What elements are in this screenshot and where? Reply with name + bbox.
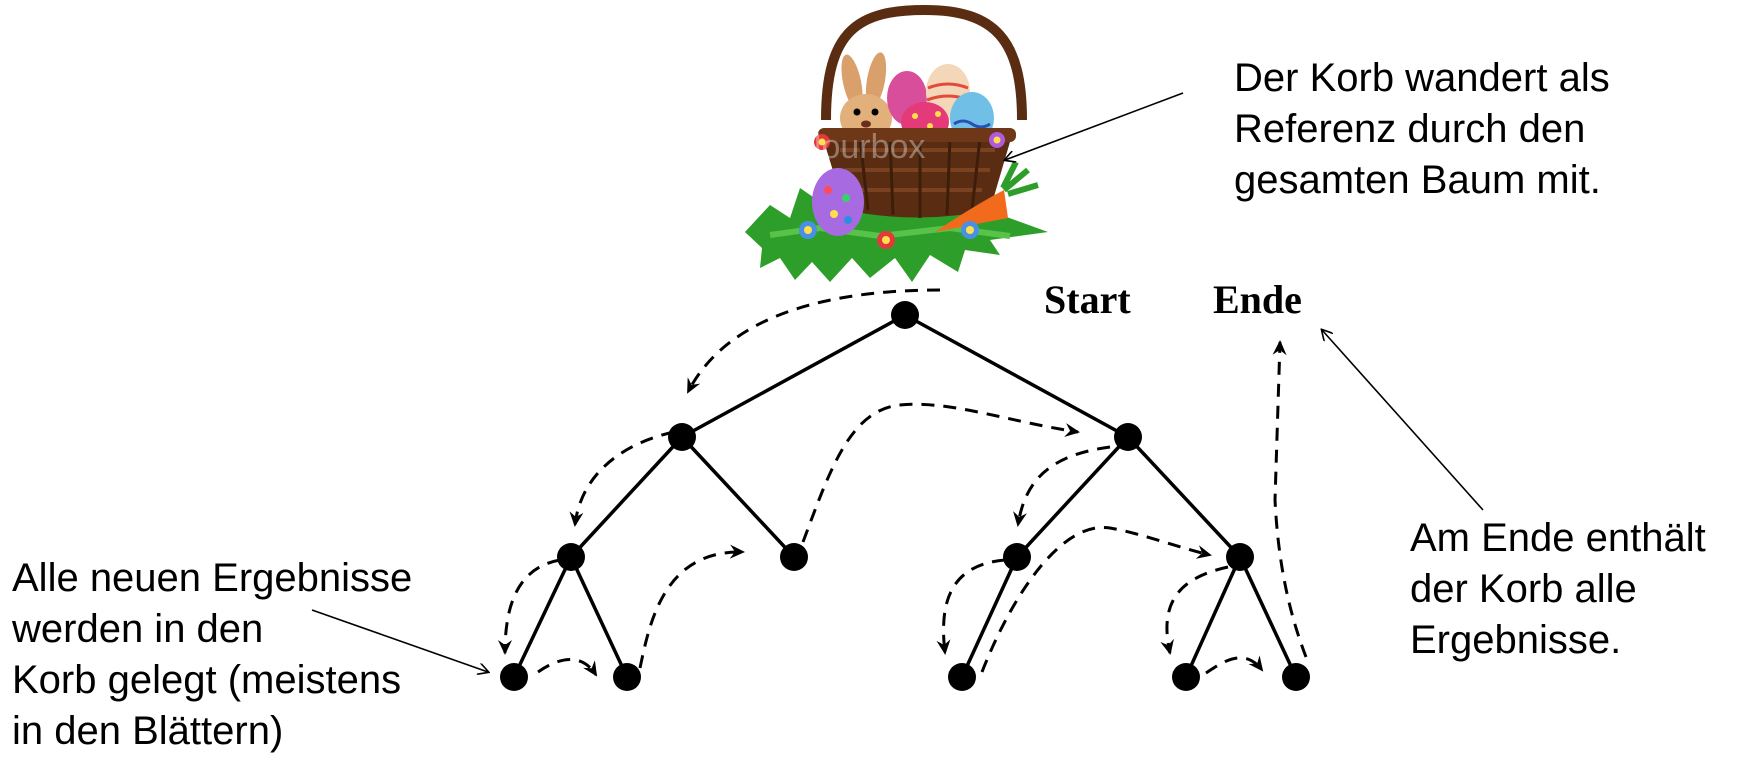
note-line: werden in den <box>12 607 264 651</box>
tree-node <box>557 543 585 571</box>
easter-basket-icon: colourbox <box>745 4 1048 282</box>
carrot-icon <box>935 160 1039 232</box>
basket-note-pointer <box>1005 92 1184 160</box>
basket-note: Der Korb wandert als Referenz durch den … <box>1234 53 1610 206</box>
tree-node <box>1114 423 1142 451</box>
note-line: Am Ende enthält <box>1410 516 1706 560</box>
note-line: Ergebnisse. <box>1410 618 1622 662</box>
basket-handle <box>821 4 1027 121</box>
callout-pointers <box>311 92 1484 672</box>
flower-icon <box>799 132 1005 249</box>
note-line: Der Korb wandert als <box>1234 56 1610 100</box>
note-line: Referenz durch den <box>1234 107 1586 151</box>
note-line: Korb gelegt (meistens <box>12 658 402 702</box>
tree-node <box>668 423 696 451</box>
tree-edges <box>512 313 1298 679</box>
watermark: colourbox <box>778 128 925 166</box>
traversal-path <box>498 288 1308 677</box>
note-line: der Korb alle <box>1410 567 1637 611</box>
end-label: Ende <box>1213 277 1302 322</box>
tree-node-leaf <box>948 663 976 691</box>
end-note-pointer <box>1322 330 1484 511</box>
tree-node-leaf <box>613 663 641 691</box>
tree-node <box>1226 543 1254 571</box>
basket-body <box>822 135 1012 218</box>
note-line: gesamten Baum mit. <box>1234 158 1601 202</box>
tree-nodes <box>500 301 1310 691</box>
tree-node <box>780 543 808 571</box>
tree-node-leaf <box>1282 663 1310 691</box>
tree-node-leaf <box>500 663 528 691</box>
easter-egg-icon <box>812 168 864 236</box>
start-label: Start <box>1044 277 1131 322</box>
note-line: in den Blättern) <box>12 709 284 753</box>
leaves-note: Alle neuen Ergebnisse werden in den Korb… <box>12 553 412 757</box>
leaves-note-pointer <box>311 609 488 672</box>
tree-node-leaf <box>1172 663 1200 691</box>
note-line: Alle neuen Ergebnisse <box>12 556 413 600</box>
end-note: Am Ende enthält der Korb alle Ergebnisse… <box>1410 513 1706 666</box>
tree-node-root <box>891 301 919 329</box>
tree-node <box>1003 543 1031 571</box>
